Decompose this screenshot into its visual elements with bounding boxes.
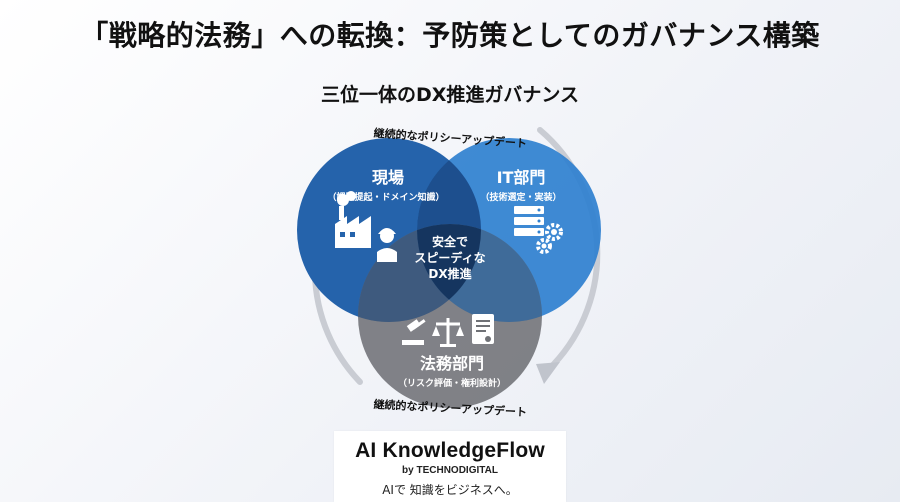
brand-tagline: AIで 知識をビジネスへ。	[382, 483, 518, 497]
factory-worker-icon	[335, 191, 397, 262]
field-subtitle: （課題提起・ドメイン知識）	[327, 191, 444, 203]
brand-box: AI KnowledgeFlow by TECHNODIGITAL AIで 知識…	[334, 431, 566, 502]
brand-byline: by TECHNODIGITAL	[402, 465, 498, 476]
diagram-subtitle: 三位一体のDX推進ガバナンス	[320, 84, 580, 106]
center-line-3: DX推進	[428, 266, 472, 281]
field-title: 現場	[372, 168, 404, 187]
legal-title: 法務部門	[420, 354, 484, 373]
it-title: IT部門	[497, 168, 546, 187]
center-line-2: スピーディな	[414, 250, 485, 265]
gavel-scales-contract-icon	[402, 314, 494, 347]
page-title: 「戦略的法務」への転換：予防策としてのガバナンス構築	[80, 19, 820, 52]
server-gears-icon	[514, 206, 563, 254]
it-subtitle: （技術選定・実装）	[480, 191, 561, 203]
cycle-arrowhead-bottom-icon	[536, 362, 560, 384]
center-line-1: 安全で	[432, 234, 468, 249]
legal-subtitle: （リスク評価・権利設計）	[398, 377, 506, 389]
brand-name: AI KnowledgeFlow	[355, 439, 545, 462]
